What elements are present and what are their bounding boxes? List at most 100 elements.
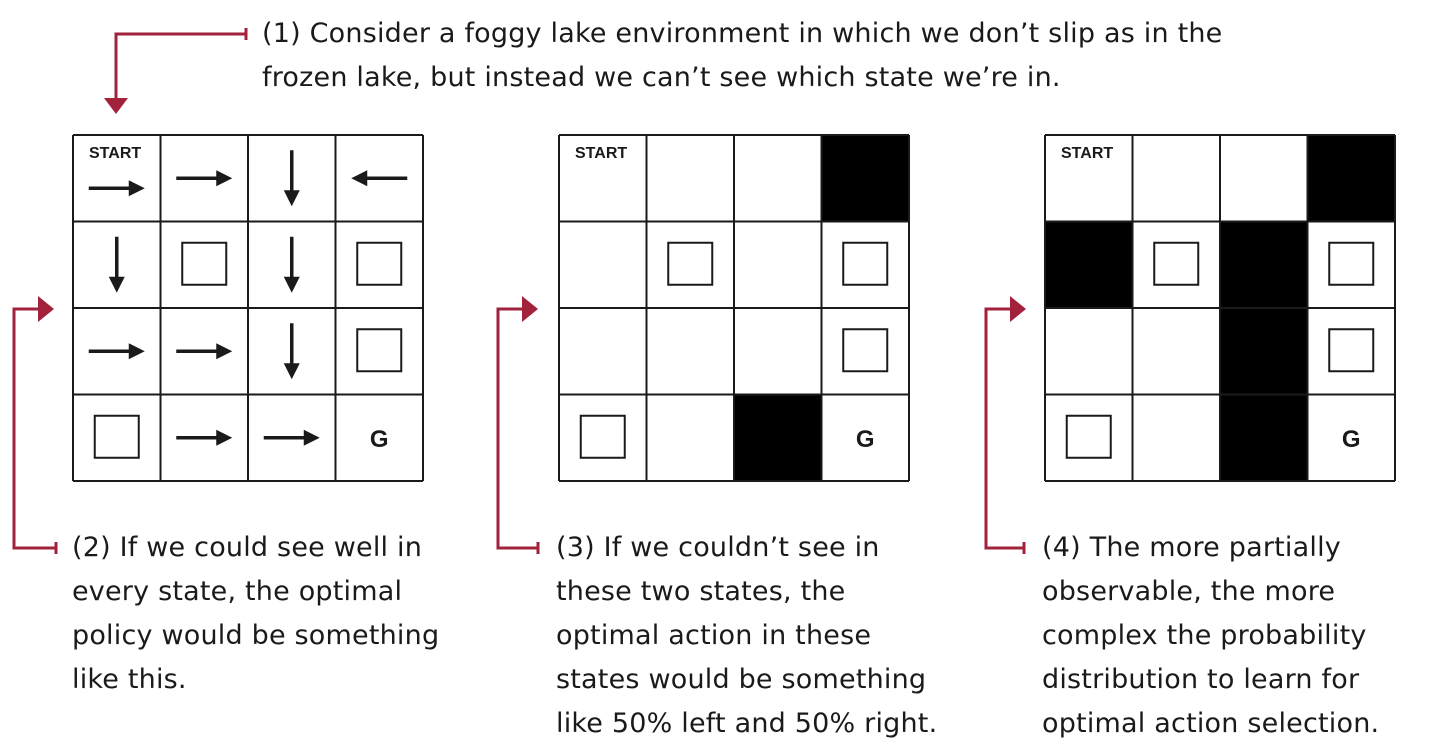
cell-r2-c2 — [283, 323, 300, 380]
cell-r3-c0 — [93, 414, 140, 459]
goal-label: G — [370, 426, 389, 453]
callout-1-line-1: (1) Consider a foggy lake environment in… — [262, 18, 1223, 49]
cell-r0-c0: START — [575, 145, 627, 162]
cell-r1-c1 — [1153, 241, 1200, 286]
callout-4-line-2: observable, the more — [1042, 576, 1336, 607]
callout-2-line-2: every state, the optimal — [72, 576, 403, 607]
arrow-right-icon — [88, 180, 145, 197]
arrowhead-4 — [1010, 296, 1026, 322]
goal-label: G — [856, 426, 875, 453]
hidden-state-cell — [1307, 135, 1395, 222]
cell-r0-c2 — [283, 150, 300, 207]
callout-4-line-1: (4) The more partially — [1042, 532, 1341, 563]
start-label: START — [89, 145, 141, 162]
connector-2 — [12, 307, 58, 554]
cell-r3-c2 — [263, 429, 320, 446]
cell-r0-c3 — [351, 170, 408, 187]
cell-r2-c0 — [88, 343, 145, 360]
callout-3-line-5: like 50% left and 50% right. — [556, 708, 938, 739]
callout-3-line-1: (3) If we couldn’t see in — [556, 532, 880, 563]
connector-4 — [984, 307, 1026, 554]
cell-r1-c0 — [1045, 221, 1133, 308]
arrow-down-icon — [283, 236, 300, 293]
hole-square-icon — [1065, 414, 1112, 459]
hole-square-icon — [1328, 241, 1375, 286]
cell-r1-c0 — [108, 236, 125, 293]
cell-r1-c1 — [181, 241, 228, 286]
hole-square-icon — [356, 241, 403, 286]
grid-lines — [72, 134, 424, 482]
connector-1 — [114, 28, 248, 100]
callout-3-line-2: these two states, the — [556, 576, 846, 607]
cell-r1-c3 — [356, 241, 403, 286]
hole-square-icon — [93, 414, 140, 459]
cell-r1-c1 — [667, 241, 714, 286]
arrowhead-3 — [522, 296, 538, 322]
hole-square-icon — [181, 241, 228, 286]
arrow-right-icon — [176, 170, 233, 187]
callout-2-line-1: (2) If we could see well in — [72, 532, 423, 563]
cell-r1-c3 — [842, 241, 889, 286]
hidden-state-cell — [1220, 308, 1308, 395]
cell-r3-c1 — [176, 429, 233, 446]
hole-square-icon — [1153, 241, 1200, 286]
arrow-right-icon — [176, 343, 233, 360]
callout-4-line-5: optimal action selection. — [1042, 708, 1380, 739]
cell-r1-c3 — [1328, 241, 1375, 286]
arrow-right-icon — [263, 429, 320, 446]
hidden-state-cell — [1220, 221, 1308, 308]
grid-lines — [558, 134, 910, 482]
cell-r3-c3: G — [856, 426, 875, 453]
cell-r3-c3: G — [1342, 426, 1361, 453]
callout-2-line-3: policy would be something — [72, 620, 440, 651]
hidden-state-cell — [734, 394, 822, 481]
cell-r0-c0: START — [88, 145, 145, 197]
hole-square-icon — [579, 414, 626, 459]
hole-square-icon — [356, 328, 403, 373]
cell-r2-c2 — [1220, 308, 1308, 395]
hidden-state-cell — [1045, 221, 1133, 308]
callout-2-line-4: like this. — [72, 664, 187, 695]
arrow-down-icon — [108, 236, 125, 293]
start-label: START — [575, 145, 627, 162]
cell-r1-c2 — [1220, 221, 1308, 308]
cell-r3-c0 — [579, 414, 626, 459]
cell-r3-c0 — [1065, 414, 1112, 459]
grid-many-hidden-states: START G — [1044, 134, 1396, 482]
arrowhead-1 — [104, 98, 128, 114]
start-label: START — [1061, 145, 1113, 162]
callout-1: (1) Consider a foggy lake environment in… — [262, 12, 1222, 100]
connector-3 — [496, 307, 540, 554]
cell-r3-c3: G — [370, 426, 389, 453]
callout-4-line-4: distribution to learn for — [1042, 664, 1360, 695]
hole-square-icon — [667, 241, 714, 286]
cell-r2-c1 — [176, 343, 233, 360]
callout-1-line-2: frozen lake, but instead we can’t see wh… — [262, 62, 1061, 93]
callout-3-line-4: states would be something — [556, 664, 927, 695]
cell-r2-c3 — [356, 328, 403, 373]
hole-square-icon — [1328, 328, 1375, 373]
grid-lines — [1044, 134, 1396, 482]
hidden-state-cell — [821, 135, 909, 222]
callout-3-line-3: optimal action in these — [556, 620, 872, 651]
hole-square-icon — [842, 328, 889, 373]
cell-r2-c3 — [842, 328, 889, 373]
hidden-state-cell — [1220, 394, 1308, 481]
cell-r1-c2 — [283, 236, 300, 293]
goal-label: G — [1342, 426, 1361, 453]
arrow-down-icon — [283, 323, 300, 380]
callout-3: (3) If we couldn’t see in these two stat… — [556, 526, 937, 746]
cell-r0-c0: START — [1061, 145, 1113, 162]
hole-square-icon — [842, 241, 889, 286]
cell-r3-c2 — [1220, 394, 1308, 481]
arrowhead-2 — [38, 296, 54, 322]
arrow-down-icon — [283, 150, 300, 207]
callout-4-line-3: complex the probability — [1042, 620, 1367, 651]
cell-r0-c1 — [176, 170, 233, 187]
cell-r2-c3 — [1328, 328, 1375, 373]
arrow-right-icon — [176, 429, 233, 446]
cell-r0-c3 — [821, 135, 909, 222]
grid-two-hidden-states: START G — [558, 134, 910, 482]
callout-4: (4) The more partially observable, the m… — [1042, 526, 1379, 746]
